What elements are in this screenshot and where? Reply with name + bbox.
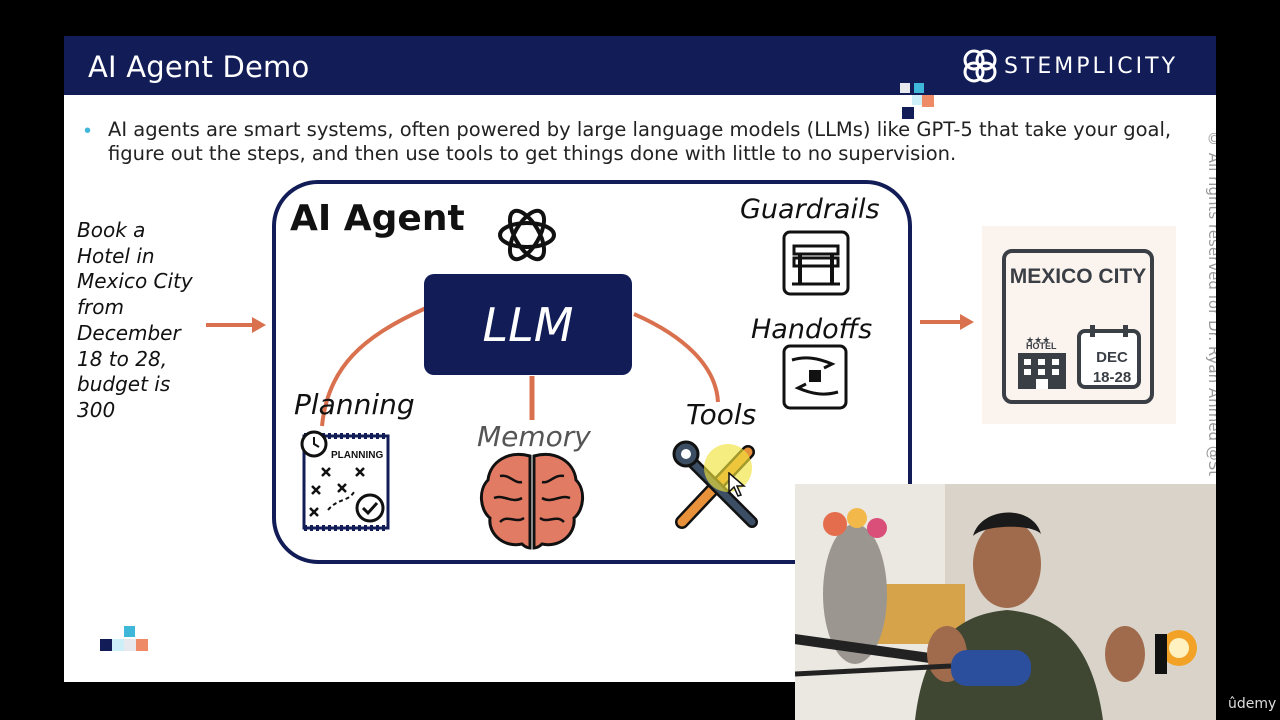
- decor-squares-bottom: [100, 626, 148, 651]
- copyright-text: © All rights reserved for Dr. Ryan Ahmed…: [1205, 130, 1216, 477]
- llm-box: LLM: [424, 274, 632, 375]
- guardrails-label: Guardrails: [740, 194, 880, 225]
- intro-text: AI agents are smart systems, often power…: [108, 118, 1172, 165]
- guardrail-icon: [782, 230, 850, 296]
- brand-name: STEMPLICITY: [1004, 54, 1179, 79]
- decor-squares-top: [900, 83, 934, 119]
- request-line: Hotel in: [77, 243, 155, 268]
- udemy-watermark: ûdemy: [1228, 696, 1277, 712]
- brain-icon: [480, 453, 584, 550]
- city-name: MEXICO CITY: [1009, 265, 1147, 288]
- slide-title: AI Agent Demo: [88, 50, 310, 84]
- hotel-icon: ★★★: [1018, 335, 1066, 389]
- memory-label: Memory: [477, 420, 591, 453]
- destination-badge: MEXICO CITY ★★★ HOTEL DEC 18-28: [1002, 249, 1154, 404]
- cursor-highlight: [704, 444, 752, 492]
- output-arrow: [920, 314, 974, 330]
- request-line: Mexico City: [77, 269, 193, 294]
- request-line: December: [77, 320, 181, 345]
- request-line: from: [77, 295, 124, 320]
- request-line: Book a: [77, 218, 146, 242]
- date-month: DEC: [1096, 349, 1128, 366]
- stemplicity-knot-icon: [963, 49, 997, 83]
- openai-icon: [498, 208, 556, 262]
- bullet-dot: •: [84, 120, 92, 142]
- tools-label: Tools: [686, 398, 757, 431]
- hotel-label: HOTEL: [1026, 341, 1057, 351]
- planning-sign: PLANNING: [331, 450, 383, 461]
- request-line: budget is: [77, 372, 171, 397]
- stemplicity-logo: STEMPLICITY: [960, 46, 1216, 86]
- request-line: 18 to 28,: [77, 346, 168, 371]
- handoffs-label: Handoffs: [751, 314, 873, 345]
- webcam-scene: [795, 484, 1216, 720]
- user-request: Book a Hotel in Mexico City from Decembe…: [77, 218, 217, 424]
- svg-text:★★★: ★★★: [1026, 335, 1050, 345]
- agent-title: AI Agent: [290, 198, 465, 239]
- llm-connectors: [320, 306, 720, 427]
- planning-icon: PLANNING: [300, 430, 390, 531]
- handoff-icon: [782, 344, 848, 410]
- llm-label: LLM: [482, 297, 574, 352]
- instructor-webcam: [795, 484, 1216, 720]
- request-line: 300: [77, 397, 116, 422]
- mouse-cursor-icon: [728, 472, 747, 497]
- agent-container: [272, 180, 912, 564]
- slide-header: AI Agent Demo STEMPLICITY: [64, 36, 1216, 95]
- slide: AI Agent Demo STEMPLICITY • AI agents ar…: [64, 36, 1216, 682]
- date-range: 18-28: [1092, 369, 1132, 386]
- input-arrow: [206, 317, 266, 333]
- planning-label: Planning: [294, 388, 415, 421]
- calendar-icon: [1077, 325, 1141, 389]
